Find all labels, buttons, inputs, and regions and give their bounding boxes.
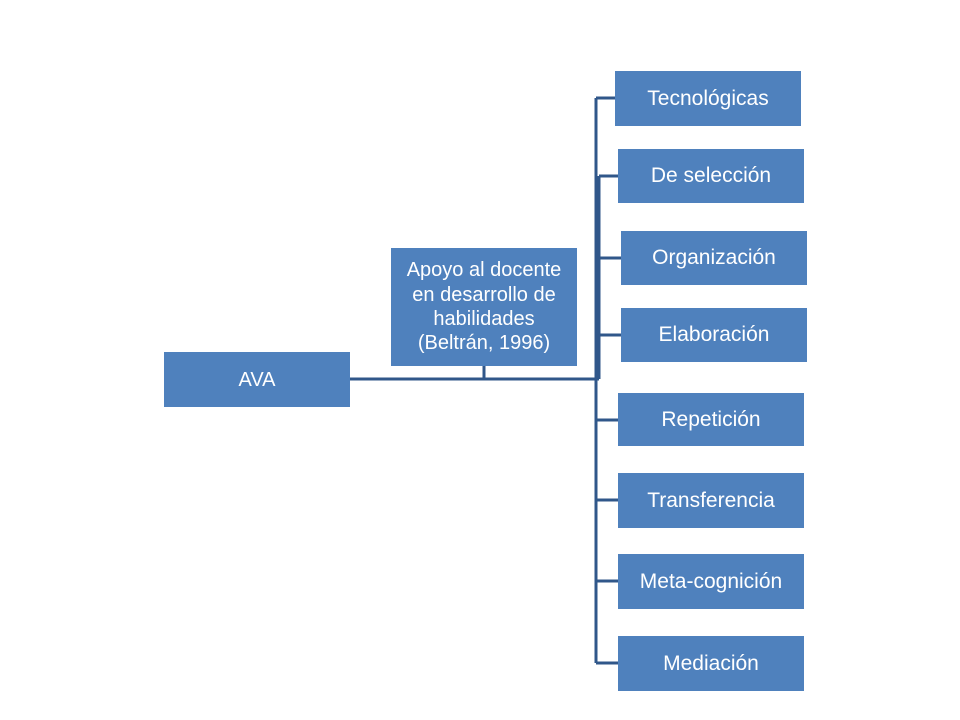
middle-node-text: Apoyo al docente en desarrollo de habili… xyxy=(407,258,562,356)
leaf-node-repeticion: Repetición xyxy=(618,393,804,446)
root-node-label: AVA xyxy=(238,368,276,391)
leaf-node-label: Tecnológicas xyxy=(647,86,769,110)
leaf-node-label: Organización xyxy=(652,246,776,270)
leaf-node-label: Transferencia xyxy=(647,488,775,512)
root-node-ava: AVA xyxy=(164,352,350,407)
leaf-node-label: Repetición xyxy=(661,407,761,431)
middle-node-line-4: (Beltrán, 1996) xyxy=(417,332,551,355)
leaf-node-transferencia: Transferencia xyxy=(618,473,804,528)
middle-node-line-2: en desarrollo de xyxy=(412,283,556,306)
leaf-node-organizacion: Organización xyxy=(621,231,807,285)
leaf-node-mediacion: Mediación xyxy=(618,636,804,691)
middle-node: Apoyo al docente en desarrollo de habili… xyxy=(391,248,577,366)
leaf-node-label: Mediación xyxy=(663,651,759,675)
leaf-node-tecnologicas: Tecnológicas xyxy=(615,71,801,126)
middle-node-line-1: Apoyo al docente xyxy=(406,259,562,282)
leaf-node-meta-cognicion: Meta-cognición xyxy=(618,554,804,609)
leaf-node-elaboracion: Elaboración xyxy=(621,308,807,362)
middle-node-line-3: habilidades xyxy=(433,308,535,330)
leaf-node-label: Elaboración xyxy=(658,323,770,347)
leaf-node-label: De selección xyxy=(650,164,772,188)
leaf-node-de-seleccion: De selección xyxy=(618,149,804,203)
leaf-node-label: Meta-cognición xyxy=(639,569,783,593)
